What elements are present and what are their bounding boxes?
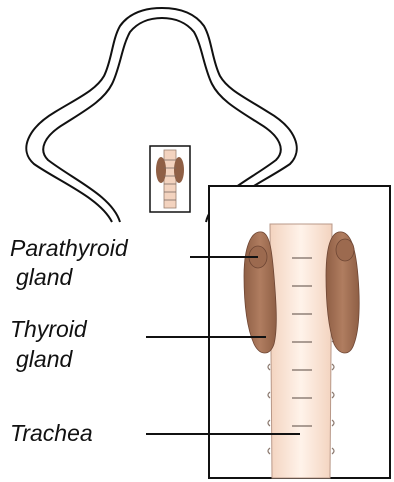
thyroid-label-line2: gland — [16, 346, 73, 372]
parathyroid-right — [336, 239, 354, 261]
parathyroid-label-line2: gland — [16, 264, 73, 290]
trachea — [268, 224, 334, 478]
neck-locator — [150, 146, 190, 212]
parathyroid-label-line1: Parathyroid — [10, 235, 129, 261]
locator-thyroid-left — [156, 157, 166, 183]
thyroid-label-line1: Thyroid — [10, 316, 88, 342]
trachea-label: Trachea — [10, 420, 93, 446]
trachea-tube — [270, 224, 332, 478]
locator-thyroid-right — [174, 157, 184, 183]
locator-trachea — [164, 150, 176, 208]
